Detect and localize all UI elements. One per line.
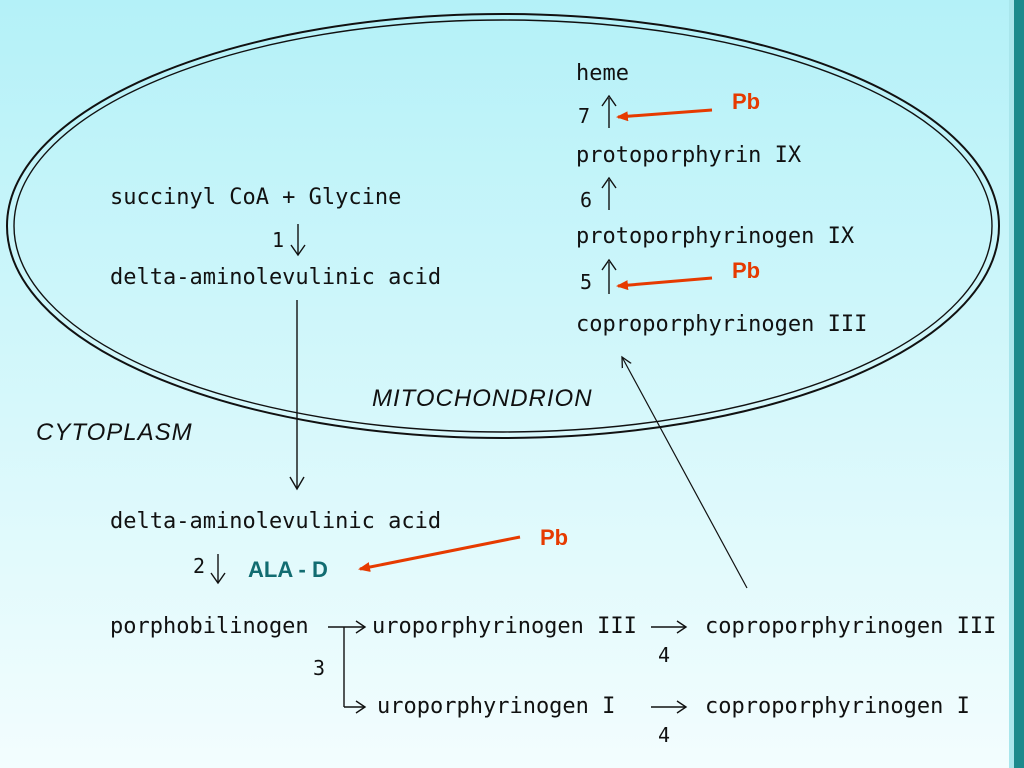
step-2-arrow	[210, 554, 226, 585]
uroporphyrinogen-i-text: uroporphyrinogen I	[377, 694, 615, 719]
step-4a-arrow	[651, 620, 688, 634]
coproporphyrinogen-i-text: coproporphyrinogen I	[705, 694, 970, 719]
pb-label-ala-d: Pb	[540, 525, 568, 550]
step-3-number: 3	[313, 656, 325, 680]
heme-text: heme	[576, 61, 629, 86]
step-5-number: 5	[580, 270, 592, 294]
step-4b-arrow	[651, 700, 688, 714]
protoporphyrin-ix-text: protoporphyrin IX	[576, 143, 802, 168]
uroporphyrinogen-iii-text: uroporphyrinogen III	[372, 614, 637, 639]
pb-arrow-step-7	[616, 108, 713, 122]
step-1-arrow	[290, 224, 306, 257]
succinyl-coa-glycine-text: succinyl CoA + Glycine	[110, 185, 401, 210]
step-1-number: 1	[272, 228, 284, 252]
step-4b-number: 4	[658, 723, 670, 747]
pb-label-step-5: Pb	[732, 258, 760, 283]
protoporphyrinogen-ix-text: protoporphyrinogen IX	[576, 224, 855, 249]
step-2-number: 2	[193, 554, 205, 578]
coproporphyrinogen-iii-mito-text: coproporphyrinogen III	[576, 312, 867, 337]
ala-cytoplasm-text: delta-aminolevulinic acid	[110, 509, 441, 534]
step-7-number: 7	[578, 104, 590, 128]
pb-arrow-step-5	[616, 276, 713, 291]
mitochondrion-label: MITOCHONDRION	[372, 385, 593, 412]
slide-edge-bar	[1014, 0, 1024, 768]
coproporphyrinogen-iii-cyto-text: coproporphyrinogen III	[705, 614, 996, 639]
step-4a-number: 4	[658, 643, 670, 667]
slide-edge-highlight	[1009, 0, 1014, 768]
step-5-arrow	[601, 258, 617, 294]
ala-mitochondrion-text: delta-aminolevulinic acid	[110, 265, 441, 290]
ala-d-enzyme-label: ALA - D	[248, 557, 328, 582]
porphobilinogen-text: porphobilinogen	[110, 614, 309, 639]
step-7-arrow	[601, 94, 617, 128]
step-6-arrow	[601, 176, 617, 210]
pb-label-step-7: Pb	[732, 89, 760, 114]
pb-arrow-ala-d	[358, 535, 521, 572]
cytoplasm-label: CYTOPLASM	[36, 419, 193, 446]
step-3-branch-arrows	[328, 620, 367, 714]
copro-import-arrow	[622, 357, 748, 589]
step-6-number: 6	[580, 188, 592, 212]
mitochondrion-membrane	[6, 13, 1000, 439]
ala-transport-arrow	[289, 300, 305, 491]
